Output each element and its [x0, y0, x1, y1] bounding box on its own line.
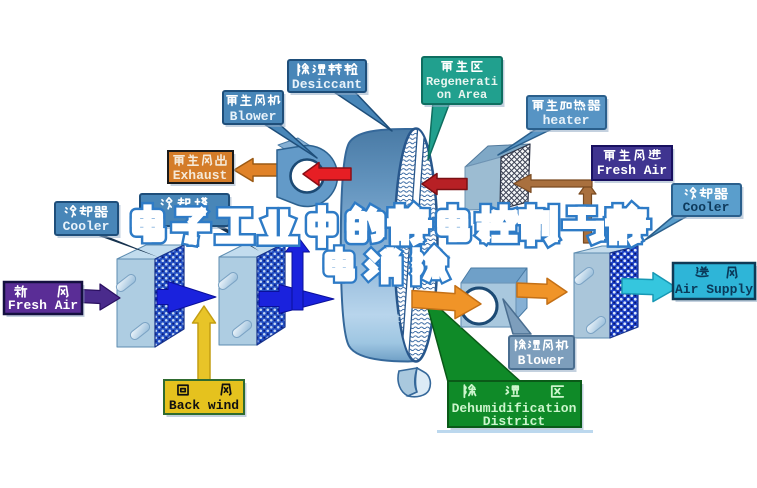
svg-text:on Area: on Area [437, 88, 487, 102]
svg-text:District: District [483, 414, 545, 429]
svg-text:Blower: Blower [518, 353, 565, 368]
svg-text:Exhaust: Exhaust [173, 168, 228, 183]
svg-text:Fresh Air: Fresh Air [597, 163, 667, 178]
svg-text:Blower: Blower [230, 109, 277, 124]
svg-text:heater: heater [543, 113, 590, 128]
svg-text:Fresh Air: Fresh Air [8, 298, 78, 313]
svg-text:Back wind: Back wind [169, 398, 239, 413]
svg-text:Regenerati: Regenerati [426, 75, 498, 89]
svg-text:xt: xt [390, 313, 400, 325]
svg-text:Air Supply: Air Supply [675, 282, 753, 297]
svg-text:Cooler: Cooler [683, 200, 730, 215]
svg-text:Desiccant: Desiccant [292, 77, 362, 92]
svg-text:Cooler: Cooler [63, 219, 110, 234]
svg-text:Dehumidification: Dehumidification [452, 401, 577, 416]
